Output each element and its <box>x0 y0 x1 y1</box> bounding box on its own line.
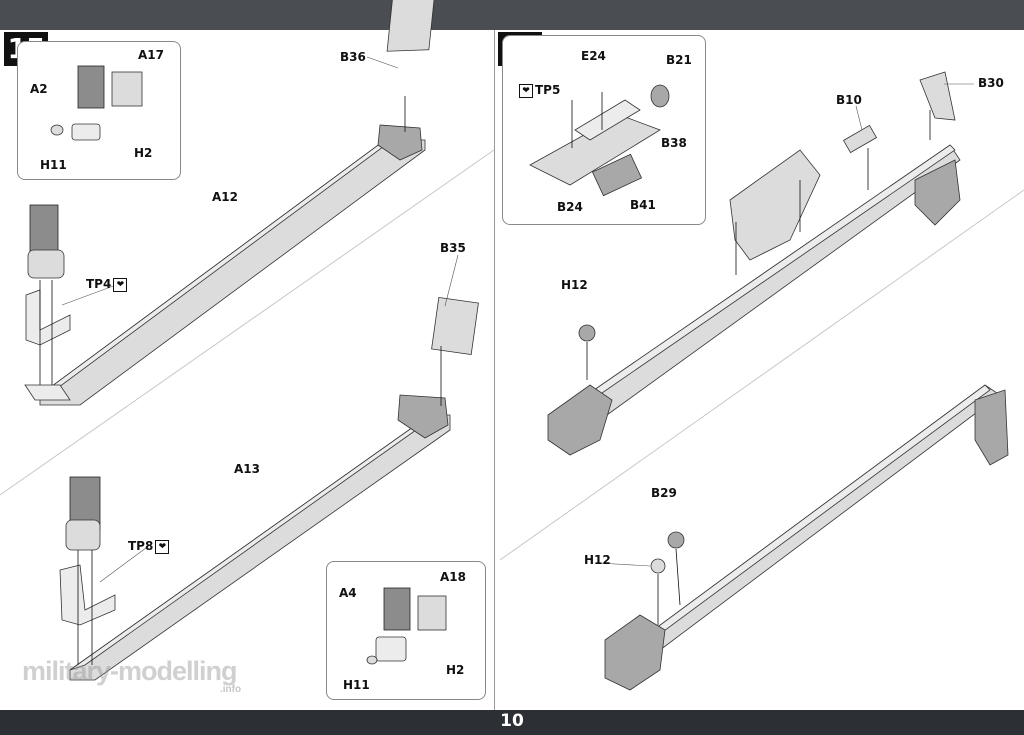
glue-warning-icon: ❤ <box>519 83 533 98</box>
label-a13: A13 <box>234 462 260 476</box>
label-b24: B24 <box>557 200 583 214</box>
bg-diagonal-left <box>0 149 495 496</box>
a13-beam <box>59 297 479 681</box>
label-a18: A18 <box>440 570 466 584</box>
step15-detail-inset <box>17 41 181 180</box>
footer-bar <box>0 710 1024 735</box>
label-b30: B30 <box>978 76 1004 90</box>
label-a2: A2 <box>30 82 48 96</box>
label-b29: B29 <box>651 486 677 500</box>
page-divider <box>494 30 495 710</box>
label-e24: E24 <box>581 49 606 63</box>
label-h2-2: H2 <box>446 663 465 677</box>
step16-upper-beam <box>547 71 961 456</box>
watermark-logo: military-modelling <box>22 656 238 686</box>
glue-warning-icon: ❤ <box>113 277 128 292</box>
label-a17: A17 <box>138 48 164 62</box>
page-number: 10 <box>500 711 524 731</box>
bg-diagonal-right <box>499 189 1024 561</box>
a12-beam <box>24 0 436 406</box>
label-tp5: ❤TP5 <box>517 83 560 98</box>
label-b38: B38 <box>661 136 687 150</box>
label-b36: B36 <box>340 50 366 64</box>
label-h12-bottom: H12 <box>584 553 611 567</box>
label-h11: H11 <box>40 158 67 172</box>
label-tp4: TP4❤ <box>86 277 129 292</box>
label-a12: A12 <box>212 190 238 204</box>
label-b10: B10 <box>836 93 862 107</box>
label-h11-2: H11 <box>343 678 370 692</box>
watermark-suffix: .info <box>220 684 242 695</box>
label-b21: B21 <box>666 53 692 67</box>
label-tp8: TP8❤ <box>128 539 171 554</box>
step16-lower-beam <box>604 384 1009 691</box>
label-a4: A4 <box>339 586 357 600</box>
label-h12-top: H12 <box>561 278 588 292</box>
glue-warning-icon: ❤ <box>155 539 170 554</box>
label-b41: B41 <box>630 198 656 212</box>
step15-detail-inset-2 <box>326 561 486 700</box>
label-h2: H2 <box>134 146 153 160</box>
label-b35: B35 <box>440 241 466 255</box>
